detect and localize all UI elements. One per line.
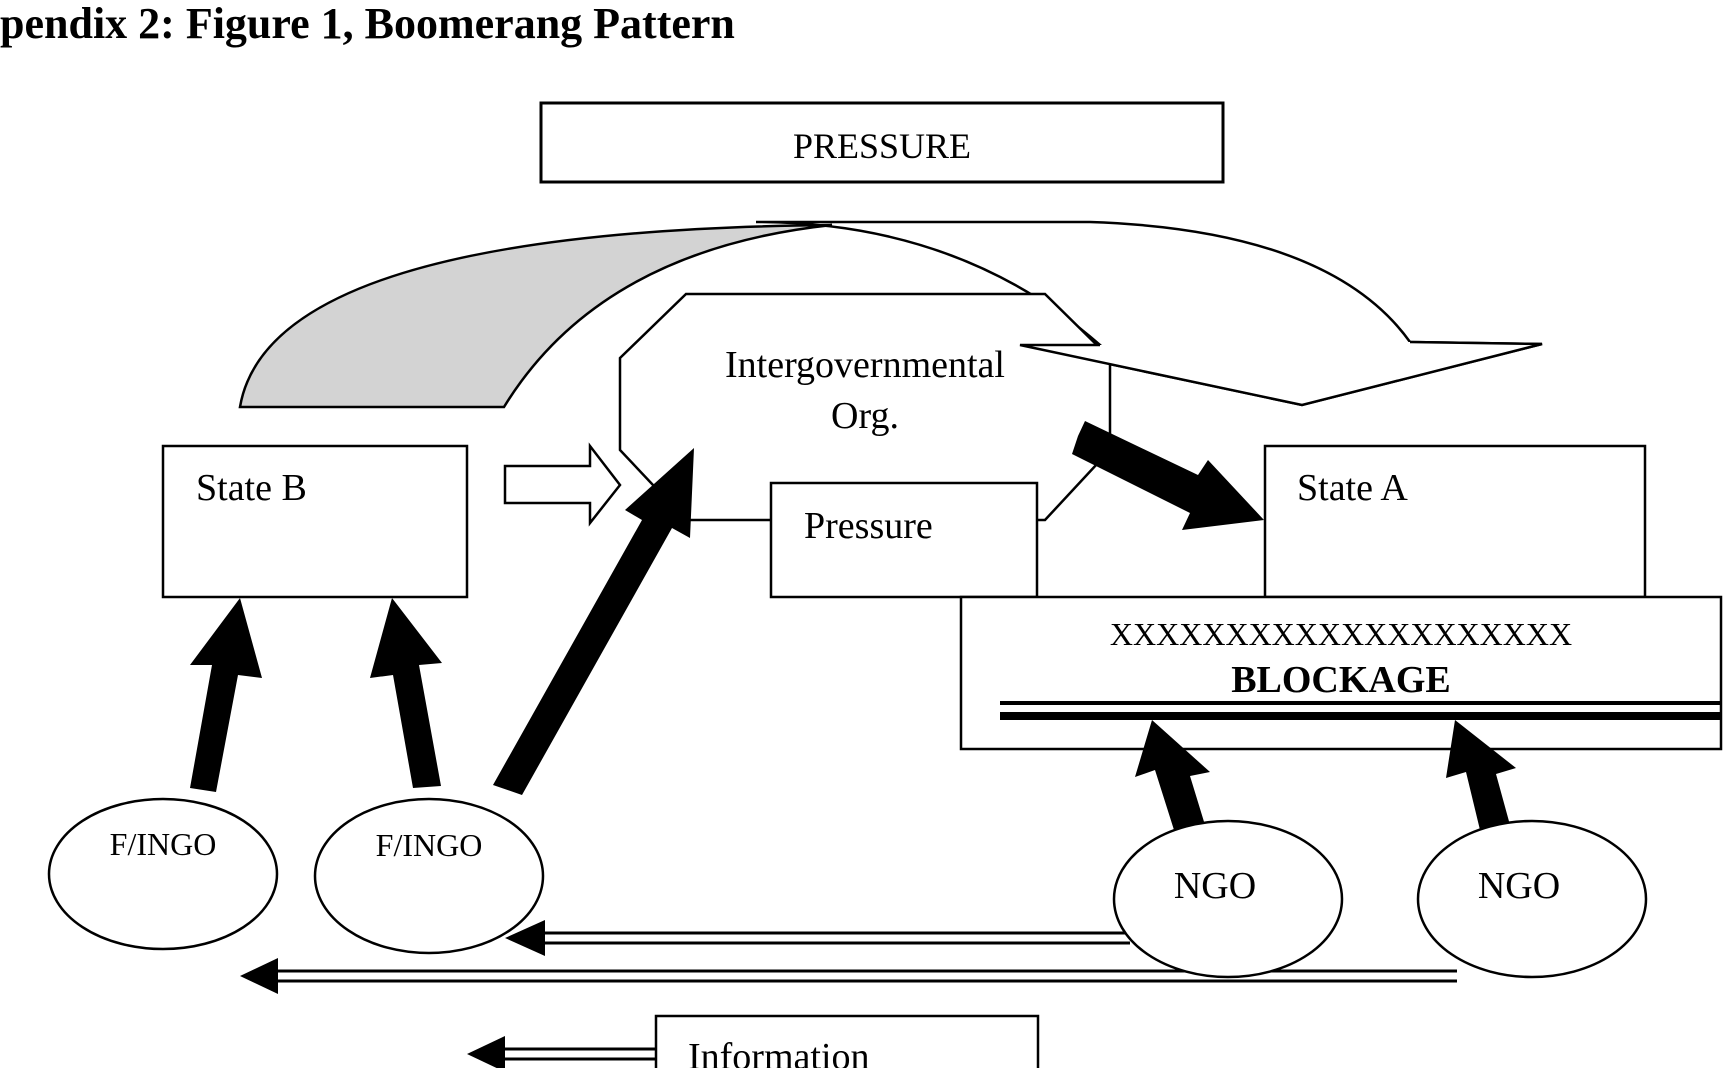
information-label: Information bbox=[688, 1036, 870, 1068]
pressure-top-box: PRESSURE bbox=[539, 101, 1225, 184]
info-arrow-ngo1-to-fingo2 bbox=[505, 920, 1130, 956]
black-arrow-fingo1-to-stateb bbox=[190, 598, 262, 792]
fingo-2-node: F/INGO bbox=[313, 797, 545, 955]
hollow-arrow-stateb-to-igo bbox=[503, 442, 622, 527]
state-a-label: State A bbox=[1297, 467, 1408, 509]
blockage-x-row: XXXXXXXXXXXXXXXXXXXX bbox=[1110, 616, 1572, 652]
black-arrow-ngo2-to-blockage bbox=[1446, 720, 1516, 830]
fingo-1-node: F/INGO bbox=[47, 797, 279, 951]
pressure-box: Pressure bbox=[769, 481, 1039, 599]
boomerang-arrow-gray bbox=[238, 223, 833, 409]
black-arrow-igo-to-statea bbox=[1072, 421, 1264, 530]
state-b-box: State B bbox=[161, 444, 469, 599]
fingo-2-label: F/INGO bbox=[376, 827, 483, 863]
information-arrowhead bbox=[467, 1036, 505, 1068]
state-a-box: State A bbox=[1263, 444, 1647, 599]
black-arrow-fingo2-to-stateb bbox=[370, 598, 442, 788]
information-legend: Information bbox=[467, 1014, 1040, 1068]
black-arrow-fingo2-to-igo bbox=[493, 448, 694, 795]
fingo-1-label: F/INGO bbox=[110, 826, 217, 862]
igo-octagon: Intergovernmental Org. bbox=[618, 292, 1112, 522]
ngo-2-node: NGO bbox=[1416, 819, 1648, 979]
igo-label-line1: Intergovernmental bbox=[725, 344, 1005, 386]
ngo-1-label: NGO bbox=[1174, 865, 1256, 907]
pressure-top-label: PRESSURE bbox=[793, 126, 971, 166]
igo-label-line2: Org. bbox=[831, 395, 899, 437]
state-b-label: State B bbox=[196, 467, 307, 509]
boomerang-arrow-white-tip bbox=[1019, 340, 1543, 407]
ngo-2-label: NGO bbox=[1478, 865, 1560, 907]
ngo-1-node: NGO bbox=[1112, 819, 1344, 979]
blockage-box: XXXXXXXXXXXXXXXXXXXX BLOCKAGE bbox=[959, 595, 1723, 751]
page-title: pendix 2: Figure 1, Boomerang Pattern bbox=[0, 0, 735, 48]
black-arrow-ngo1-to-blockage bbox=[1135, 720, 1210, 830]
pressure-box-label: Pressure bbox=[804, 505, 933, 547]
blockage-label: BLOCKAGE bbox=[1231, 659, 1451, 701]
